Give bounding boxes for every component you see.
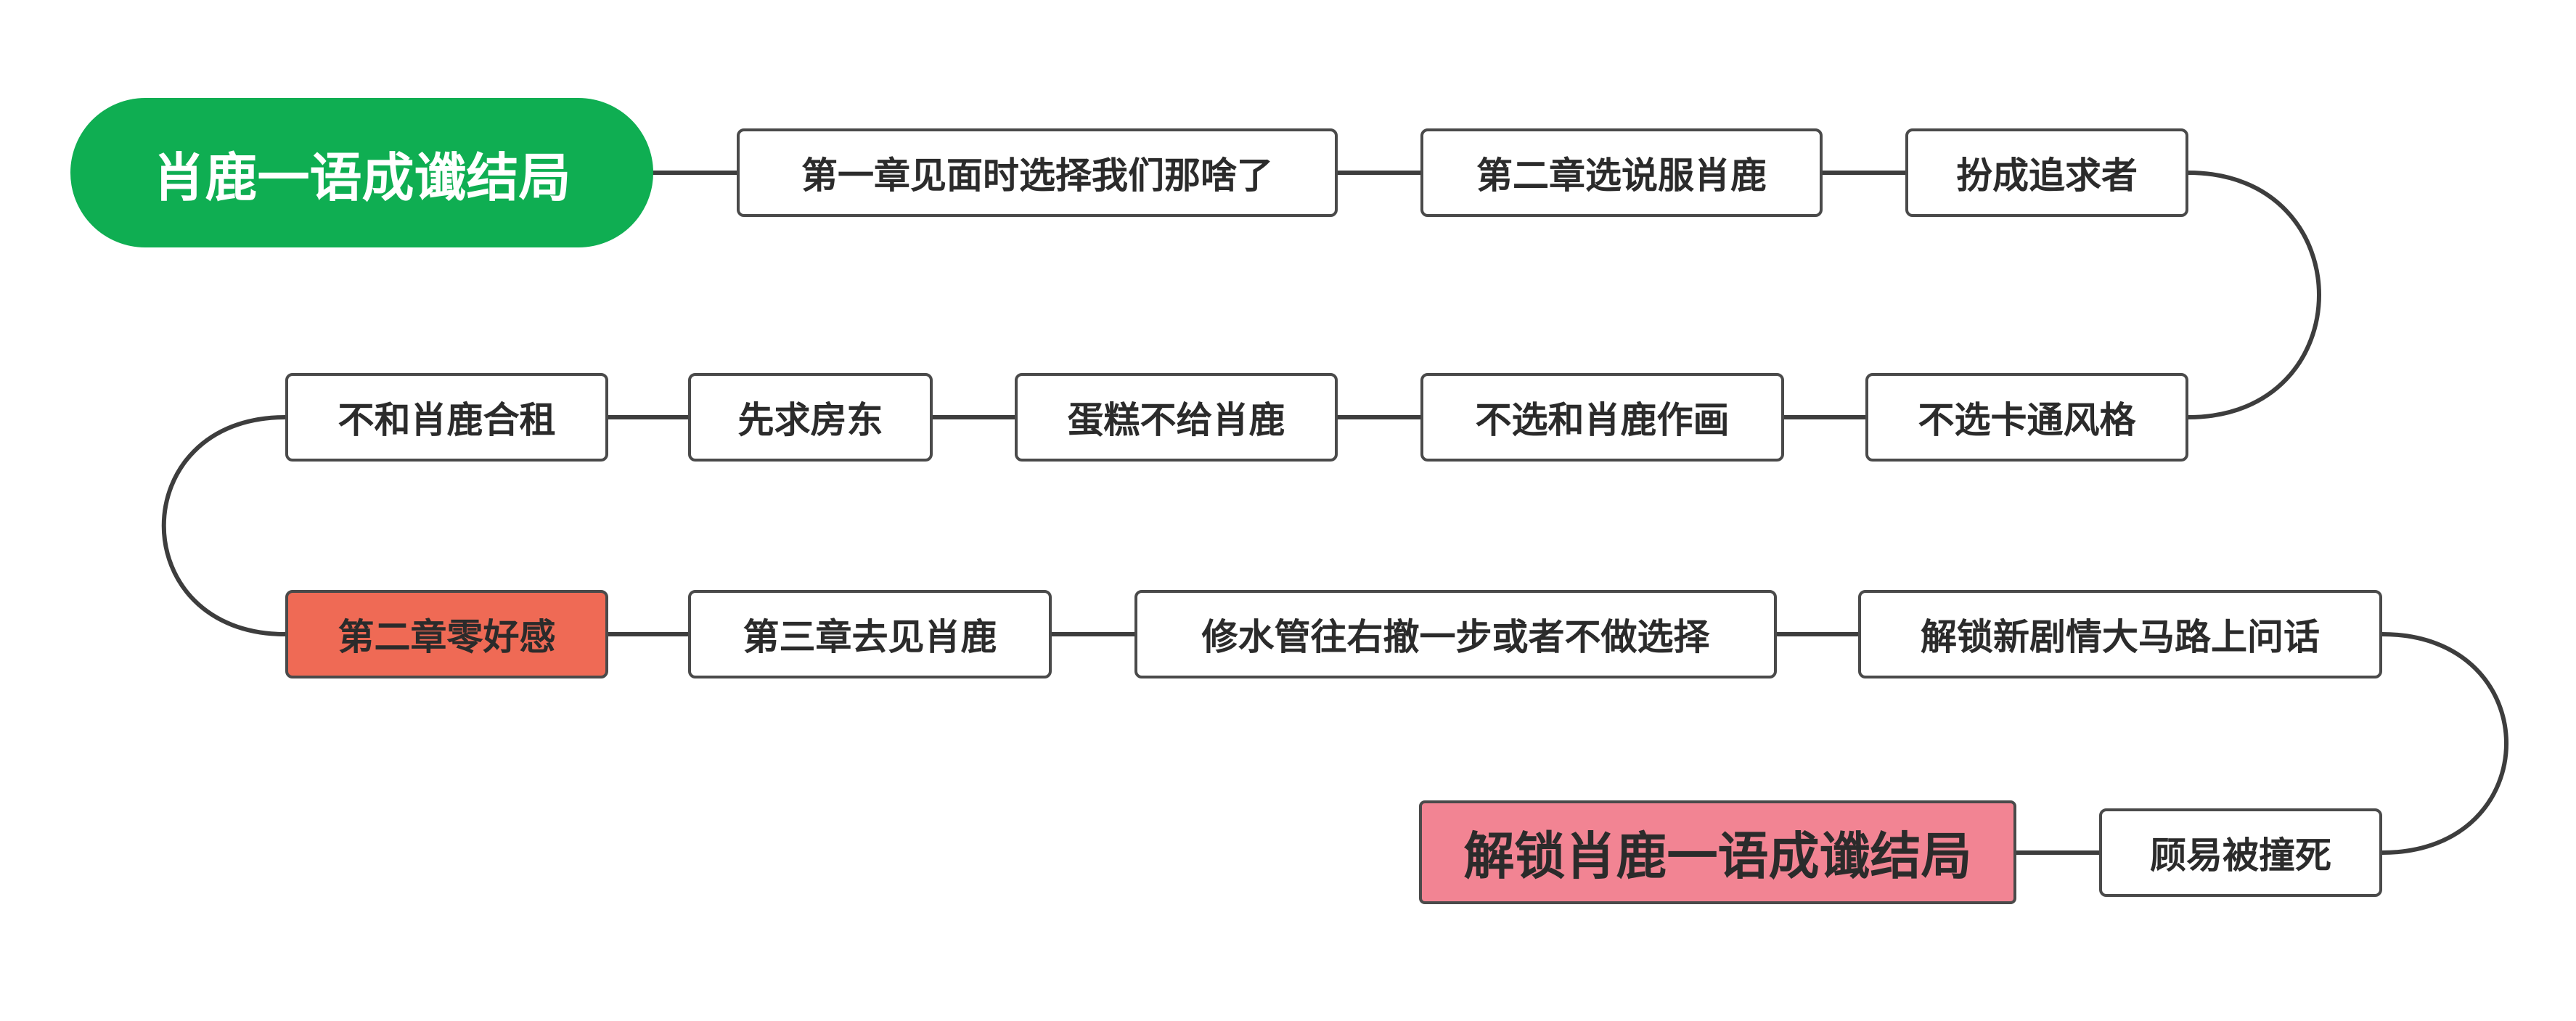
node-unlock-ending[interactable]: 解锁肖鹿一语成谶结局: [1419, 800, 2016, 904]
node-unlock-road-talk[interactable]: 解锁新剧情大马路上问话: [1858, 590, 2382, 678]
connector-n8-n9: [161, 415, 287, 636]
node-no-cohabit[interactable]: 不和肖鹿合租: [285, 373, 608, 462]
connector-n3-n4: [2186, 171, 2321, 419]
connector-n12-n13: [2380, 632, 2508, 855]
node-fix-pipe[interactable]: 修水管往右撤一步或者不做选择: [1134, 590, 1777, 678]
node-chapter1-choice[interactable]: 第一章见面时选择我们那啥了: [737, 128, 1338, 217]
node-chapter2-zero-affection[interactable]: 第二章零好感: [285, 590, 608, 678]
node-no-cartoon-style[interactable]: 不选卡通风格: [1865, 373, 2188, 462]
node-pretend-suitor[interactable]: 扮成追求者: [1905, 128, 2188, 217]
node-no-cake[interactable]: 蛋糕不给肖鹿: [1015, 373, 1338, 462]
node-chapter2-persuade[interactable]: 第二章选说服肖鹿: [1420, 128, 1823, 217]
node-ask-landlord[interactable]: 先求房东: [688, 373, 933, 462]
node-no-painting[interactable]: 不选和肖鹿作画: [1420, 373, 1784, 462]
node-chapter3-meet[interactable]: 第三章去见肖鹿: [688, 590, 1052, 678]
root-node-title[interactable]: 肖鹿一语成谶结局: [70, 98, 653, 247]
node-guyi-killed[interactable]: 顾易被撞死: [2099, 808, 2382, 897]
